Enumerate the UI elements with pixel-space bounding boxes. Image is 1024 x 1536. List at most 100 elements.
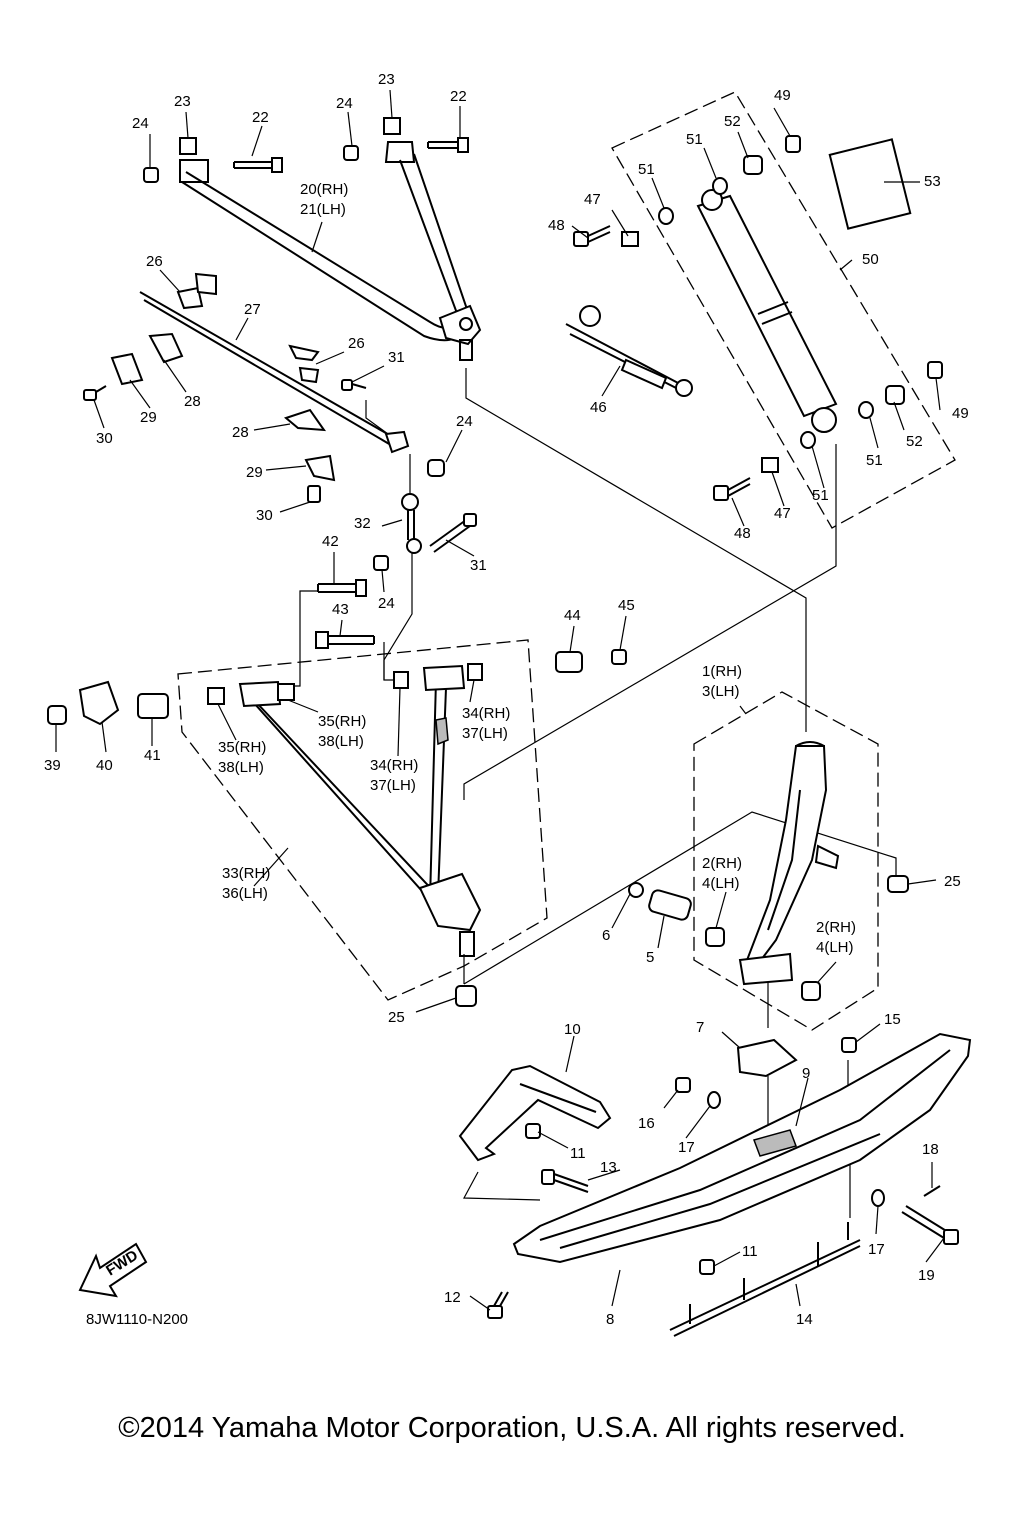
collar-44 [555,651,583,673]
pin-18 [923,1185,941,1197]
callout-32: 32 [354,515,371,532]
bolt-48-top [573,225,611,247]
callout-49-top: 49 [774,87,791,104]
label-53 [828,138,912,230]
nut-24-link [373,555,389,571]
callout-35-rh-left: 35(RH) [218,739,266,756]
callout-4-lh-lower: 4(LH) [816,939,854,956]
bolt-43 [315,631,375,649]
callout-40: 40 [96,757,113,774]
callout-30-upper: 30 [96,430,113,447]
nut-24-left [143,167,159,183]
bracket-26-top [176,272,217,310]
nut-24-top [343,145,359,161]
callout-47-bottom: 47 [774,505,791,522]
callout-5: 5 [646,949,654,966]
callout-28-upper: 28 [184,393,201,410]
callout-41: 41 [144,747,161,764]
callout-24-stabilizer: 24 [456,413,473,430]
group-outlines [177,91,956,1031]
callout-23-left: 23 [174,93,191,110]
lower-arm-group-outline [177,639,548,1001]
upper-arm [179,141,482,361]
callout-48-bottom: 48 [734,525,751,542]
callout-34-rh-right: 34(RH) [462,705,510,722]
fwd-arrow-icon: FWD [78,1242,148,1298]
callout-45: 45 [618,597,635,614]
callout-34-rh-left: 34(RH) [370,757,418,774]
callout-31-upper: 31 [388,349,405,366]
nut-24-stabilizer [427,459,445,477]
callout-10: 10 [564,1021,581,1038]
callout-25-lower: 25 [388,1009,405,1026]
nut-15 [841,1037,857,1053]
bushing-23-left [179,137,197,155]
callout-2-rh-upper: 2(RH) [702,855,742,872]
callout-20-rh: 20(RH) [300,181,348,198]
bolt-13 [541,1169,589,1193]
bolt-31-upper [341,379,367,391]
nut-45 [611,649,627,665]
callout-48-top: 48 [548,217,565,234]
bolt-12 [487,1291,509,1319]
leader-lines [55,89,945,1311]
shock-hardware-top [621,135,801,247]
callout-7: 7 [696,1019,704,1036]
callout-44: 44 [564,607,581,624]
bolt-31-lower [429,513,477,553]
callout-1-rh: 1(RH) [702,663,742,680]
bracket-26-mid [288,344,320,384]
callout-4-lh-upper: 4(LH) [702,875,740,892]
steering-arm-46 [565,305,693,397]
washer-17-left [707,1091,721,1109]
bushing-35-38-right [277,683,295,701]
nut-39 [47,705,67,725]
callout-13: 13 [600,1159,617,1176]
callout-12: 12 [444,1289,461,1306]
callout-49-bottom: 49 [952,405,969,422]
collar-5 [648,889,692,921]
callout-37-lh-right: 37(LH) [462,725,508,742]
spindle-group-outline [693,691,879,1031]
callout-18: 18 [922,1141,939,1158]
callout-47-top: 47 [584,191,601,208]
callout-35-rh-right: 35(RH) [318,713,366,730]
bushing-2-4-upper [705,927,725,947]
diagram-code: 8JW1110-N200 [86,1311,188,1328]
bolt-30-lower [307,485,321,503]
callout-28-lower: 28 [232,424,249,441]
callout-46: 46 [590,399,607,416]
bolt-22-right [427,137,469,153]
nut-11-lower [699,1259,715,1275]
callout-16: 16 [638,1115,655,1132]
callout-11-lower: 11 [742,1243,758,1260]
callout-19: 19 [918,1267,935,1284]
link-rod [401,493,422,554]
callout-17-left: 17 [678,1139,695,1156]
lower-arm [238,664,482,957]
callout-8: 8 [606,1311,614,1328]
nut-25-lower [455,985,477,1007]
bushing-2-4-lower [801,981,821,1001]
bolt-48-bottom [713,477,751,501]
copyright-notice: ©2014 Yamaha Motor Corporation, U.S.A. A… [118,1412,906,1444]
bracket-29-upper [110,352,144,386]
callout-2-rh-lower: 2(RH) [816,919,856,936]
ski-handle-10 [458,1064,612,1162]
callout-11-upper: 11 [570,1145,586,1162]
bushing-34-37-right [467,663,483,681]
wear-bar-14 [669,1222,861,1337]
callout-labels: 24 23 22 24 23 22 20(RH) 21(LH) 26 27 26… [44,71,969,1328]
callout-24-left: 24 [132,115,149,132]
nut-25-upper [887,875,909,893]
callout-22-left: 22 [252,109,269,126]
shock-absorber-group-outline [611,91,956,529]
nut-11-upper [525,1123,541,1139]
washer-6 [628,882,644,898]
stabilizer-bar [139,291,410,454]
callout-53: 53 [924,173,941,190]
callout-39: 39 [44,757,61,774]
shock-hardware-bottom [761,361,943,473]
bracket-40 [78,680,120,726]
shock-absorber [696,189,838,433]
